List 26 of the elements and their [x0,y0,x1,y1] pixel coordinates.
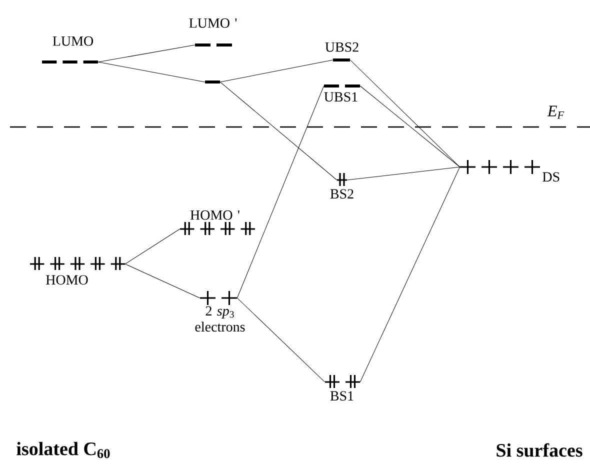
energy-level: BS2 [330,172,354,199]
energy-level: BS1 [324,374,361,401]
correlation-line [124,228,180,264]
axis-label: isolated C$_{60}$ [16,442,110,458]
energy-level: UBS2 [325,42,358,62]
correlation-line [360,86,460,168]
correlation-line [220,60,334,82]
energy-level: HOMO ' [179,210,256,236]
correlation-line [98,44,196,62]
correlation-line [360,166,460,382]
energy-level [205,80,220,84]
fermi-level-label: E$_{F}$ [547,106,564,119]
correlation-line [236,86,324,298]
energy-level: HOMO [29,256,126,285]
correlation-line [236,298,326,382]
correlation-line [346,166,460,180]
correlation-line [124,264,200,298]
energy-level: LUMO [42,36,98,64]
correlation-line [220,82,338,180]
axis-label: Si surfaces [496,443,582,457]
correlation-line [98,62,206,82]
energy-level: DS [459,159,560,182]
energy-level: LUMO ' [189,18,237,46]
energy-level: UBS1 [324,84,360,102]
energy-level: 2 sp$_{3}$ electrons [195,290,245,332]
correlation-line [350,60,460,168]
